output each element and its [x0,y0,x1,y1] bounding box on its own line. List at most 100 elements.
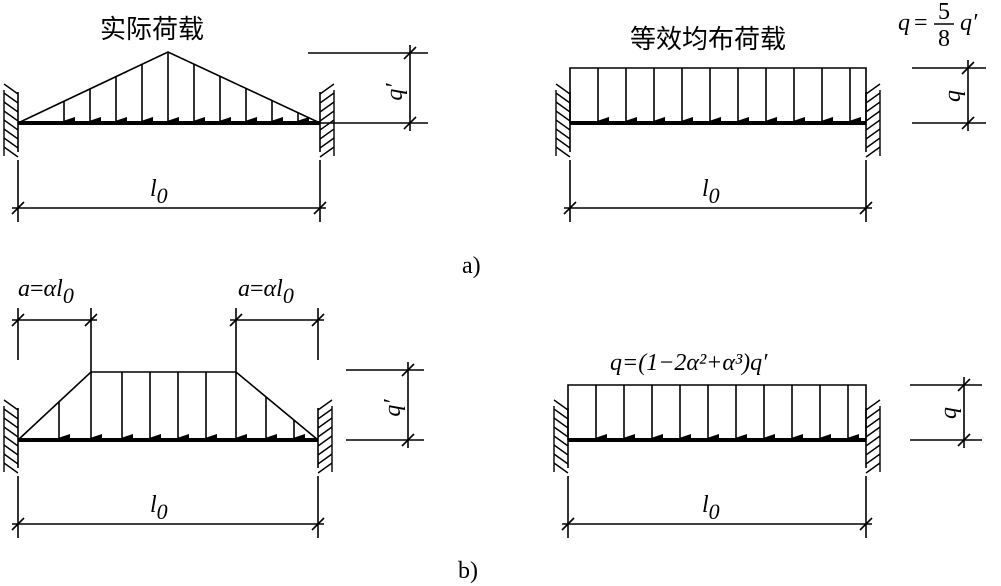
hatch-line [317,453,333,465]
hatch-line [865,426,881,438]
hatch-line [317,462,333,474]
hatch-line [319,128,335,140]
svg-text:a=αl0: a=αl0 [238,276,294,308]
hatch-line [3,128,19,140]
load-height-dimension: q [910,377,982,448]
hatch-line [3,462,19,474]
hatch-line [319,110,335,122]
trapezoidal-load-outline [17,371,319,441]
equivalent-load-formula: q=(1−2α²+α³)q′ [610,350,768,376]
load-height-dimension: q′ [308,45,428,131]
hatch-line [3,146,19,158]
hatch-line [865,92,881,104]
hatch-line [555,110,571,122]
span-dimension: l0 [11,160,327,222]
svg-text:5: 5 [938,0,950,25]
panel-b-equivalent-load: q=(1−2α²+α³)q′ l0 q [553,350,982,538]
hatch-line [3,399,19,411]
svg-text:a=αl0: a=αl0 [18,276,74,308]
hatch-line [865,408,881,420]
q-label: q [936,407,962,419]
uniform-load-outline [567,384,867,440]
q-prime-label: q′ [380,399,406,417]
hatch-line [3,444,19,456]
actual-load-title: 实际荷载 [100,15,204,45]
hatch-line [553,435,569,447]
hatch-line [317,417,333,429]
q-prime-label: q′ [382,83,408,101]
hatch-line [3,435,19,447]
hatch-line [865,119,881,131]
caption-b: b) [458,558,478,584]
hatch-line [317,426,333,438]
a-left-dimension: a=αl0 [11,276,98,372]
hatch-line [553,453,569,465]
hatch-line [553,462,569,474]
hatch-line [3,101,19,113]
hatch-line [865,453,881,465]
span-label: l0 [150,176,168,208]
span-dimension: l0 [561,476,873,538]
hatch-line [553,426,569,438]
hatch-line [553,408,569,420]
hatch-line [319,101,335,113]
hatch-line [317,399,333,411]
svg-text:=: = [914,10,928,36]
hatch-line [865,137,881,149]
load-arrows [597,68,861,125]
hatch-line [865,110,881,122]
load-arrows [63,52,309,125]
hatch-line [865,399,881,411]
equivalent-load-title: 等效均布荷载 [630,25,786,55]
hatch-line [319,119,335,131]
load-arrows [58,372,305,442]
svg-text:8: 8 [938,26,950,52]
load-arrows [595,385,859,442]
fixed-support-left [555,83,571,158]
hatch-line [319,137,335,149]
hatch-line [319,146,335,158]
load-height-dimension: q′ [346,362,424,448]
hatch-line [3,417,19,429]
fixed-support-right [317,399,333,474]
span-label: l0 [150,492,168,524]
hatch-line [3,137,19,149]
hatch-line [865,444,881,456]
fixed-support-left [553,399,569,474]
hatch-line [3,119,19,131]
hatch-line [865,435,881,447]
hatch-line [3,92,19,104]
caption-a: a) [462,253,481,279]
hatch-line [3,110,19,122]
hatch-line [555,101,571,113]
fixed-support-right [319,83,335,158]
a-right-dimension: a=αl0 [229,276,325,372]
hatch-line [3,453,19,465]
equivalent-load-formula: q = 5 8 q′ [898,0,978,52]
hatch-line [555,128,571,140]
hatch-line [3,426,19,438]
hatch-line [865,128,881,140]
q-label: q [940,90,966,102]
svg-text:q′: q′ [960,10,978,36]
hatch-line [555,146,571,158]
span-dimension: l0 [563,160,873,222]
hatch-line [3,408,19,420]
hatch-line [319,92,335,104]
panel-b-actual-load: a=αl0 a=αl0 l0 [3,276,424,538]
hatch-line [319,83,335,95]
load-height-dimension: q [912,60,986,131]
hatch-line [317,444,333,456]
svg-text:q: q [898,10,910,36]
hatch-line [865,101,881,113]
hatch-line [553,417,569,429]
fixed-support-left [3,83,19,158]
span-dimension: l0 [11,476,325,538]
hatch-line [555,92,571,104]
hatch-line [865,146,881,158]
hatch-line [3,83,19,95]
hatch-line [865,83,881,95]
uniform-load-outline [569,67,867,123]
fixed-support-left [3,399,19,474]
